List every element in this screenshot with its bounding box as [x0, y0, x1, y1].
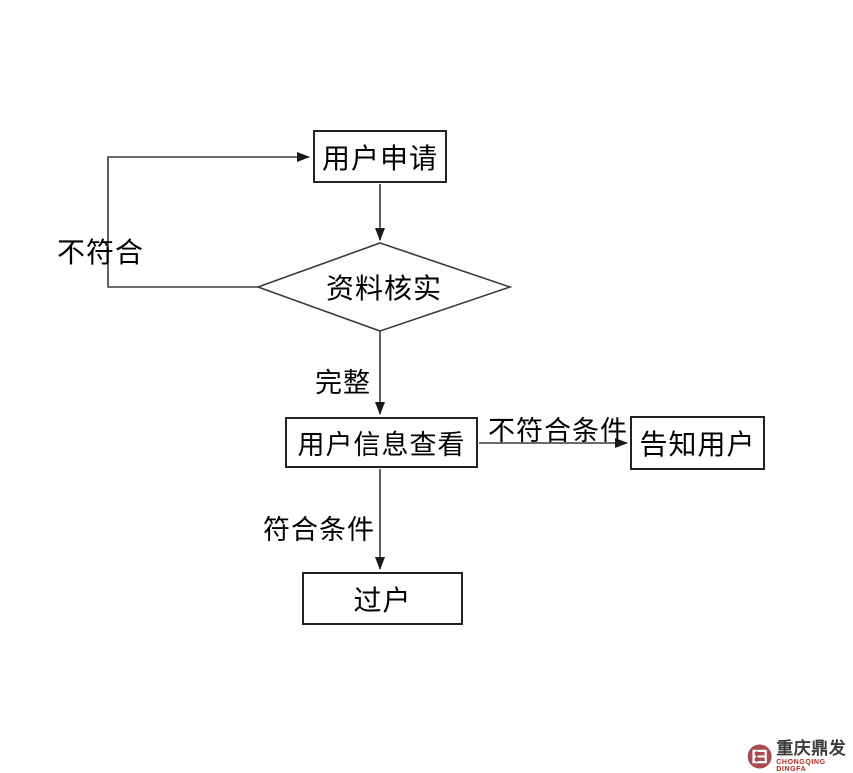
dingfa-seal-icon	[747, 744, 772, 769]
node-inform-user: 告知用户	[630, 416, 765, 470]
edge-label-not-conform: 不符合	[57, 238, 145, 269]
node-transfer-ownership: 过户	[302, 572, 463, 625]
edge-label-not-meet-conditions: 不符合条件	[488, 416, 628, 446]
brand-name-en: CHONGQING DINGFA	[776, 759, 826, 773]
node-user-apply-label: 用户申请	[321, 143, 438, 175]
node-inform-user-label: 告知用户	[639, 430, 756, 461]
edge-verify-to-apply-loop	[107, 152, 310, 288]
node-user-info-view: 用户信息查看	[285, 417, 478, 468]
brand-logo: 重庆鼎发 CHONGQING DINGFA	[747, 740, 853, 773]
brand-text: 重庆鼎发 CHONGQING DINGFA	[776, 740, 853, 773]
node-user-info-view-label: 用户信息查看	[297, 430, 466, 460]
edge-label-complete: 完整	[315, 368, 371, 398]
node-user-apply: 用户申请	[313, 130, 447, 183]
decision-diamond	[255, 242, 513, 332]
edge-label-meet-conditions: 符合条件	[263, 515, 375, 545]
node-transfer-ownership-label: 过户	[353, 585, 412, 617]
brand-name-cn: 重庆鼎发	[776, 739, 847, 758]
